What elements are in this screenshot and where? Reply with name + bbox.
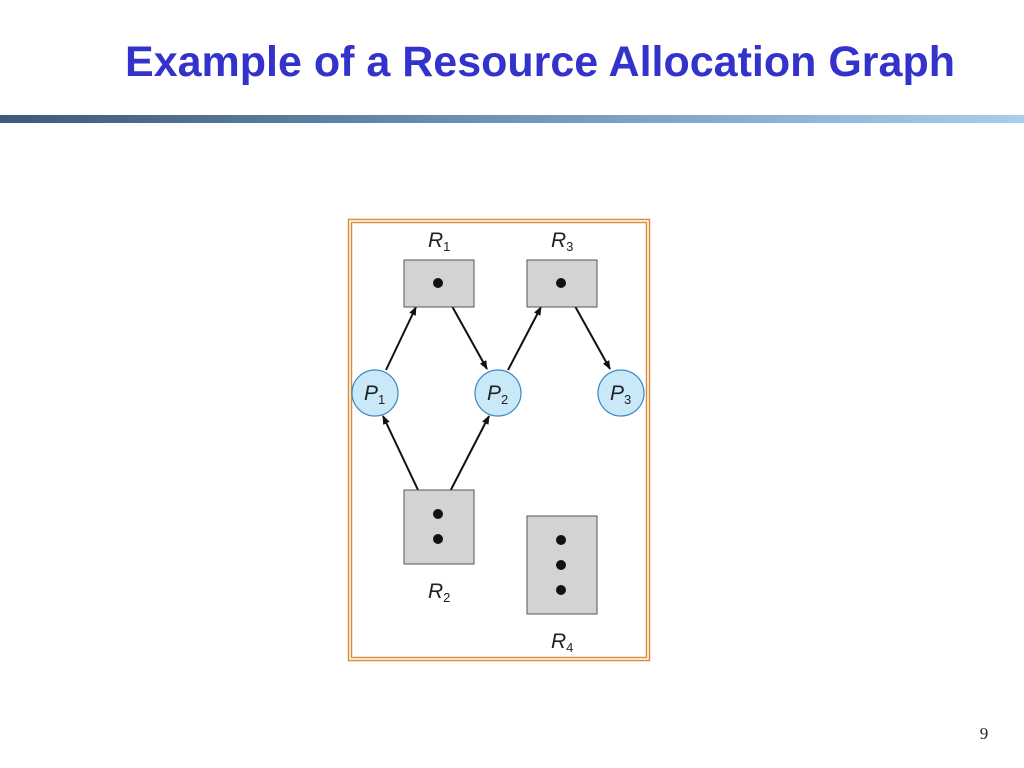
diagram-frame-inner [350, 221, 648, 659]
diagram-frame-outer [347, 218, 651, 662]
slide-title: Example of a Resource Allocation Graph [125, 38, 955, 86]
resource-r1-label: R1 [428, 229, 450, 254]
resource-r2 [403, 489, 475, 565]
resource-r2-instance [433, 509, 443, 519]
resource-r4-instance [556, 560, 566, 570]
resource-r4-instance [556, 585, 566, 595]
page-number: 9 [979, 724, 989, 743]
title-divider [0, 115, 1024, 123]
edge-p1-to-r1 [385, 306, 417, 371]
process-p3 [597, 369, 645, 417]
resource-r3-label: R3 [551, 229, 573, 254]
resource-r3-instance [556, 278, 566, 288]
resource-r4-label: R4 [551, 630, 573, 655]
process-p1-label: P1 [364, 382, 385, 407]
edge-p2-to-r3 [507, 306, 542, 371]
process-p1 [351, 369, 399, 417]
process-p2 [474, 369, 522, 417]
process-p3-label: P3 [610, 382, 631, 407]
resource-r1-instance [433, 278, 443, 288]
resource-r2-instance [433, 534, 443, 544]
process-p2-label: P2 [487, 382, 508, 407]
resource-r2-label: R2 [428, 580, 450, 605]
resource-r4-instance [556, 535, 566, 545]
